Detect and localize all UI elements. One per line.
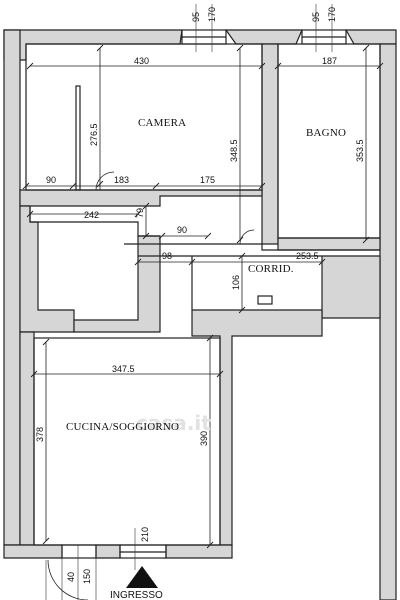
room-label-cucina: CUCINA/SOGGIORNO — [66, 421, 179, 433]
dim-top-left-170: 170 — [207, 7, 217, 22]
room-label-corridoio: CORRID. — [248, 263, 294, 275]
dim-seg-242: 242 — [84, 210, 99, 220]
dim-top-right-95: 95 — [311, 12, 321, 22]
dim-cucina-width: 347.5 — [112, 364, 135, 374]
dim-seg-175: 175 — [200, 175, 215, 185]
dim-seg-79: 79 — [135, 208, 145, 218]
dim-bagno-height: 353.5 — [355, 139, 365, 162]
dim-top-right-170: 170 — [327, 7, 337, 22]
dim-camera-left: 276.5 — [89, 123, 99, 146]
walls — [3, 29, 397, 600]
dim-cucina-378: 378 — [35, 427, 45, 442]
dim-bottom-150: 150 — [82, 569, 92, 584]
room-label-camera: CAMERA — [138, 117, 186, 129]
entrance-arrow-icon — [126, 566, 158, 588]
dim-corr-253: 253.5 — [296, 251, 319, 261]
dim-camera-width: 430 — [134, 56, 149, 66]
dimension-lines — [22, 44, 384, 600]
dim-cucina-390: 390 — [199, 431, 209, 446]
dim-seg-98: 98 — [162, 251, 172, 261]
dim-bottom-210: 210 — [140, 527, 150, 542]
dim-seg-183: 183 — [114, 175, 129, 185]
room-label-bagno: BAGNO — [306, 127, 346, 139]
dim-camera-height: 348.5 — [229, 139, 239, 162]
dimension-labels: 95 170 95 170 430 187 276.5 348.5 353.5 … — [35, 7, 365, 584]
windows — [181, 4, 347, 52]
dim-bottom-40: 40 — [66, 572, 76, 582]
entrance-label: INGRESSO — [110, 590, 163, 600]
dim-seg-90b: 90 — [177, 225, 187, 235]
dim-top-left-95: 95 — [191, 12, 201, 22]
watermark: casa.it — [136, 411, 211, 435]
dim-corr-106: 106 — [231, 275, 241, 290]
dim-seg-90: 90 — [46, 175, 56, 185]
dim-bagno-width: 187 — [322, 56, 337, 66]
